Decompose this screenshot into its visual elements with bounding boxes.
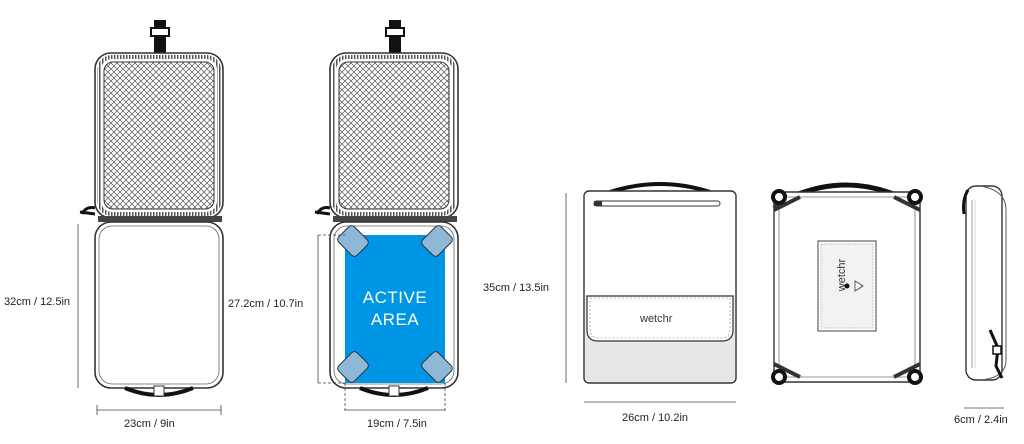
- back-brand-logo: wetchr: [836, 258, 849, 292]
- active-area-width-label: 19cm / 7.5in: [367, 418, 427, 430]
- side-depth-label: 6cm / 2.4in: [954, 414, 1008, 426]
- front-zipper: [593, 200, 721, 207]
- side-view-drawing: [962, 185, 1007, 409]
- open-case-width-label: 23cm / 9in: [124, 418, 175, 430]
- side-strap: [988, 329, 1004, 379]
- body-outline: [94, 221, 224, 389]
- corner-straps: [337, 225, 453, 383]
- open-case-drawing: [77, 20, 224, 415]
- active-area-height-label: 27.2cm / 10.7in: [228, 298, 304, 310]
- front-brand-logo: wetchr: [640, 313, 673, 325]
- closed-front-height-label: 35cm / 13.5in: [483, 282, 550, 294]
- closed-front-width-label: 26cm / 10.2in: [622, 412, 689, 424]
- closed-front-drawing: [565, 182, 737, 403]
- corner-rings: [771, 189, 923, 385]
- play-icon: [854, 280, 864, 292]
- closed-back-drawing: [771, 182, 923, 385]
- mesh-pocket: [103, 61, 215, 210]
- active-area-case-drawing: [314, 20, 459, 412]
- open-case-height-label: 32cm / 12.5in: [4, 296, 71, 308]
- top-handle: [609, 182, 711, 194]
- front-flap: [586, 295, 734, 342]
